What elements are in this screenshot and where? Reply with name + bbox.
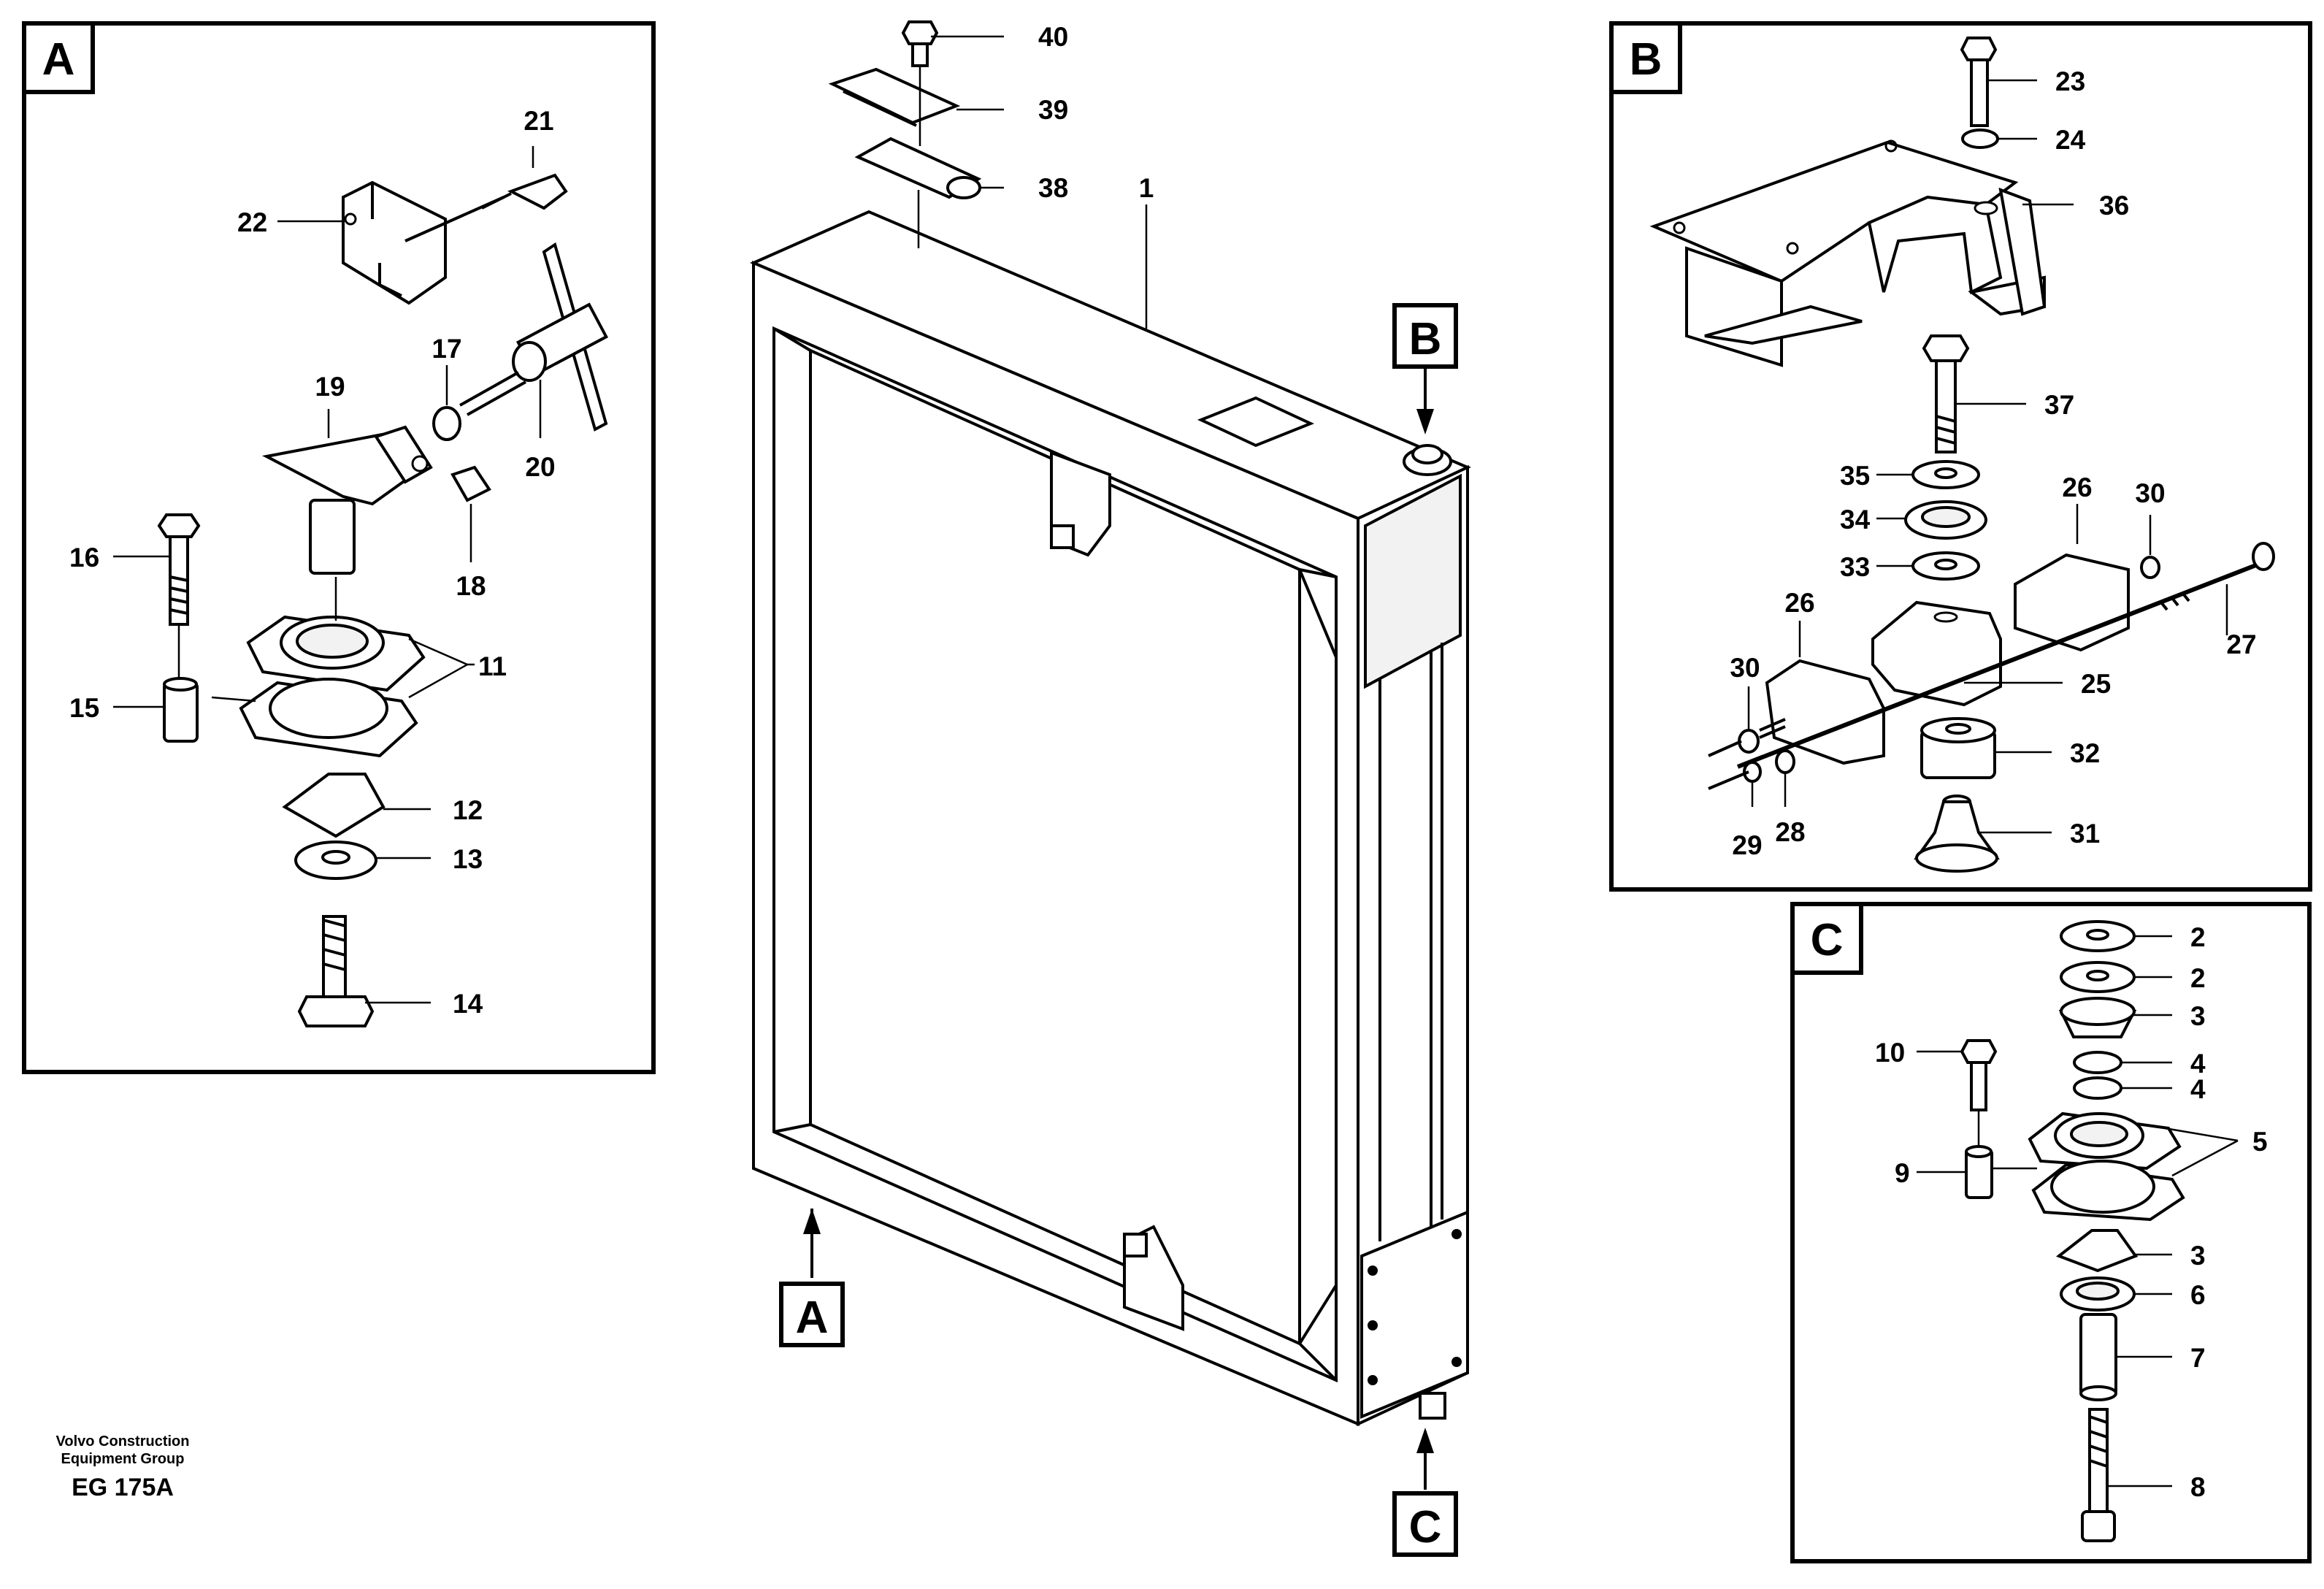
top-parts: [828, 20, 1148, 329]
panel-b-tab: [1609, 21, 1682, 94]
callout-38: 38: [1038, 173, 1068, 203]
callout-29: 29: [1732, 830, 1762, 860]
panel-b-frame: [1609, 21, 2312, 892]
callout-3-lower: 3: [2190, 1241, 2206, 1271]
callout-22: 22: [237, 207, 267, 237]
callout-5: 5: [2252, 1127, 2268, 1157]
callout-27: 27: [2226, 629, 2256, 659]
panel-c-parts: [1917, 920, 2239, 1542]
callout-23: 23: [2055, 66, 2085, 96]
radiator-assembly: [749, 190, 1471, 1427]
callout-3-top: 3: [2190, 1001, 2206, 1031]
footer-company-line1: Volvo Construction: [56, 1433, 190, 1450]
panel-c-letter: C: [1811, 915, 1844, 965]
callout-labels: 1 40 39 38 21 22 17 19 20 16 18 11 15 12…: [69, 22, 2268, 1502]
callout-30-left: 30: [1730, 653, 1760, 683]
callout-11: 11: [478, 651, 507, 681]
callout-25: 25: [2081, 669, 2111, 699]
callout-26-left: 26: [1784, 588, 1814, 618]
callout-32: 32: [2070, 738, 2100, 768]
panel-a-letter: A: [42, 34, 75, 85]
callout-7: 7: [2190, 1343, 2206, 1373]
callout-14: 14: [453, 989, 483, 1019]
callout-39: 39: [1038, 95, 1068, 125]
callout-31: 31: [2070, 819, 2100, 849]
footer: Volvo Construction Equipment Group EG 17…: [56, 1433, 190, 1501]
panel-a-parts: [113, 146, 609, 1027]
pointer-b: B: [1392, 303, 1458, 434]
callout-21: 21: [524, 106, 553, 136]
callout-4-top: 4: [2190, 1049, 2206, 1079]
callout-24: 24: [2055, 125, 2086, 155]
callout-6: 6: [2190, 1280, 2206, 1310]
pointer-c: C: [1392, 1428, 1458, 1557]
callout-18: 18: [456, 571, 486, 601]
callout-36: 36: [2099, 191, 2129, 221]
callout-12: 12: [453, 795, 483, 825]
callout-30-right: 30: [2135, 478, 2165, 508]
callout-28: 28: [1775, 817, 1805, 847]
callout-8: 8: [2190, 1472, 2206, 1502]
callout-2-top: 2: [2190, 922, 2206, 952]
callout-15: 15: [69, 693, 99, 723]
callout-2-second: 2: [2190, 963, 2206, 993]
panel-a-tab: [22, 21, 95, 94]
callout-1: 1: [1139, 173, 1154, 203]
callout-4-second: 4: [2190, 1074, 2206, 1104]
panel-b-parts: [1649, 37, 2275, 873]
callout-40: 40: [1038, 22, 1068, 52]
panel-c-frame: [1790, 902, 2312, 1563]
callout-17: 17: [432, 334, 461, 364]
panel-b-letter: B: [1630, 34, 1663, 85]
callout-26-right: 26: [2062, 472, 2092, 502]
footer-code: EG 175A: [72, 1474, 174, 1501]
callout-34: 34: [1840, 505, 1871, 535]
pointer-a: A: [779, 1209, 845, 1347]
callout-19: 19: [315, 372, 345, 402]
callout-9: 9: [1895, 1158, 1910, 1188]
callout-10: 10: [1875, 1038, 1905, 1068]
pointer-c-letter: C: [1409, 1502, 1442, 1552]
callout-33: 33: [1840, 552, 1870, 582]
panel-c-tab: [1790, 902, 1863, 975]
callout-16: 16: [69, 543, 99, 573]
footer-company-line2: Equipment Group: [61, 1451, 185, 1467]
callout-35: 35: [1840, 461, 1870, 491]
callout-13: 13: [453, 844, 483, 874]
pointer-a-letter: A: [796, 1293, 829, 1343]
callout-20: 20: [525, 452, 555, 482]
callout-37: 37: [2044, 390, 2074, 420]
panel-a-frame: [22, 21, 656, 1074]
pointer-b-letter: B: [1409, 314, 1442, 364]
